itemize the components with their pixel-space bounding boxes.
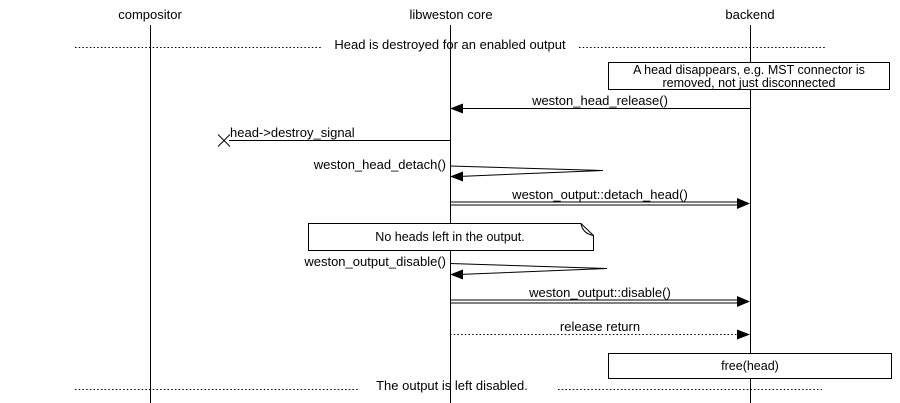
lost-message-cross-stroke-2 <box>217 134 231 147</box>
divider-top-label: Head is destroyed for an enabled output <box>334 37 566 52</box>
note-box-head-disappears: A head disappears, e.g. MST connector is… <box>608 62 890 90</box>
message-label-release-return: release return <box>559 319 641 334</box>
message-label-weston-head-release: weston_head_release() <box>532 93 668 108</box>
message-label-weston-output-disable: weston_output_disable() <box>304 254 446 269</box>
self-call-loop-weston-head-detach <box>449 165 604 177</box>
note-box-line-1: A head disappears, e.g. MST connector is <box>633 63 865 77</box>
arrowhead-right-release-return <box>737 329 750 340</box>
box-free-head: free(head) <box>608 353 892 379</box>
message-label-detach-head: weston_output::detach_head() <box>512 187 688 202</box>
participant-backend: backend <box>725 7 775 22</box>
participant-libweston-core: libweston core <box>409 7 493 22</box>
participant-compositor: compositor <box>118 7 182 22</box>
note-outline-no-heads-left <box>308 223 594 251</box>
note-fold-corner <box>580 223 594 236</box>
arrowhead-left-weston-output-disable <box>450 269 463 280</box>
arrowhead-left-weston-head-detach <box>450 171 463 182</box>
arrowhead-right-detach-head <box>737 198 750 209</box>
box-free-head-label: free(head) <box>721 359 779 373</box>
divider-bottom-label: The output is left disabled. <box>376 378 528 393</box>
arrowhead-right-output-disable <box>737 296 750 307</box>
message-label-output-disable: weston_output::disable() <box>529 285 671 300</box>
self-call-loop-weston-output-disable <box>449 263 608 275</box>
note-no-heads-left-label: No heads left in the output. <box>375 230 525 244</box>
note-box-line-2: removed, not just disconnected <box>662 75 836 90</box>
arrowhead-left-weston-head-release <box>450 103 463 114</box>
message-label-weston-head-detach: weston_head_detach() <box>313 157 446 172</box>
message-label-head-destroy-signal: head->destroy_signal <box>230 125 355 140</box>
